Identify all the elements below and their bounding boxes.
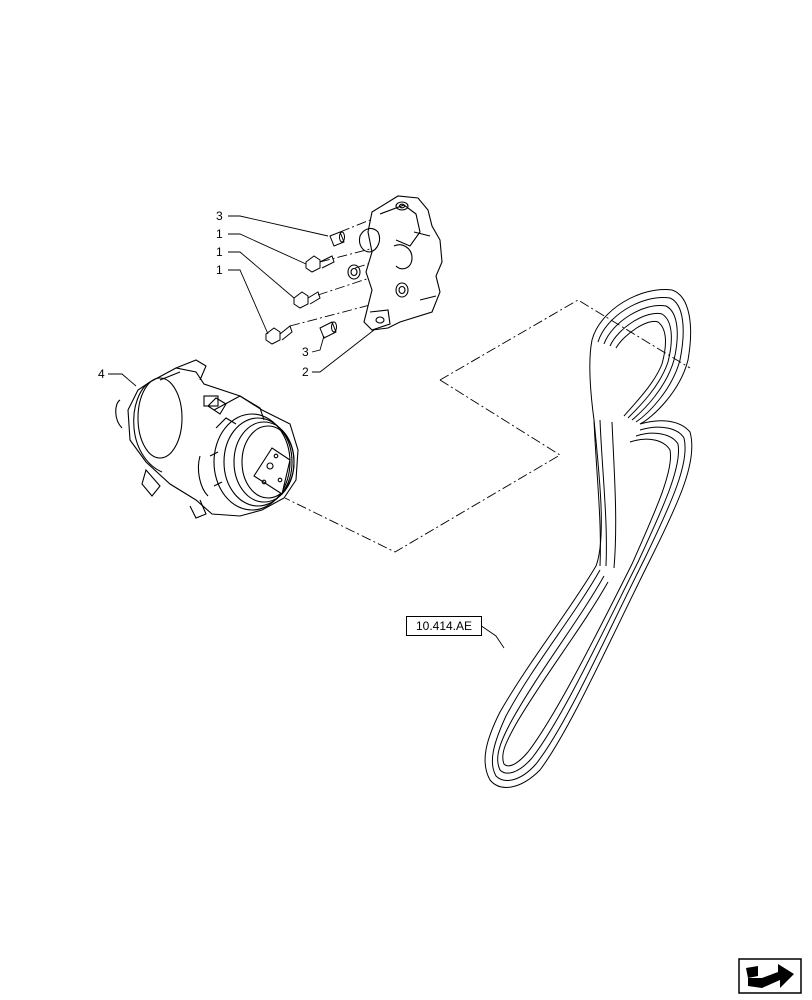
serpentine-belt: [484, 289, 693, 788]
bolt-2: [293, 291, 321, 309]
callout-4-compressor: 4: [98, 367, 105, 381]
spacer-top: [329, 231, 345, 247]
callout-1-bolt-b: 1: [216, 245, 223, 259]
ac-compressor: [115, 359, 299, 519]
next-page-arrow-icon[interactable]: [738, 958, 802, 994]
bolt-3: [265, 325, 293, 345]
callout-1-bolt-a: 1: [216, 227, 223, 241]
callout-3-spacer-bottom: 3: [302, 345, 309, 359]
leader-lines: [108, 215, 505, 649]
belt-section-reference[interactable]: 10.414.AE: [406, 616, 482, 636]
bolt-1: [305, 255, 335, 273]
callout-3-spacer-top: 3: [216, 209, 223, 223]
callout-1-bolt-c: 1: [216, 263, 223, 277]
spacer-bottom: [319, 321, 337, 339]
callout-2-bracket: 2: [302, 365, 309, 379]
mounting-bracket: [347, 195, 443, 331]
alignment-lines: [284, 209, 691, 553]
